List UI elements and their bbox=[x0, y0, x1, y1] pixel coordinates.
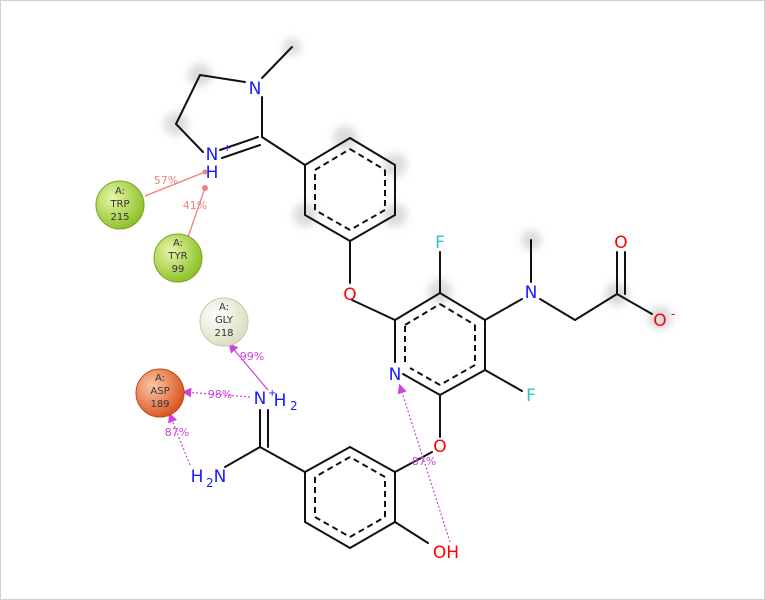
atom-o-carboxylate: O bbox=[653, 311, 666, 331]
svg-text:ASP: ASP bbox=[150, 386, 169, 397]
residue-trp: A: TRP 215 bbox=[95, 180, 145, 230]
charge-plus-amidinium: + bbox=[268, 388, 276, 399]
hbond-line-asp-87 bbox=[168, 412, 191, 466]
atom-n-amidinium: N bbox=[254, 389, 267, 409]
atom-h-amidinium: H bbox=[274, 391, 287, 411]
hbond-dot-tyr bbox=[202, 185, 208, 191]
atom-h-amine: H bbox=[191, 467, 204, 487]
atom-o-carbonyl: O bbox=[614, 233, 627, 253]
svg-text:218: 218 bbox=[214, 328, 233, 339]
atom-n-pyridine: N bbox=[389, 365, 402, 385]
pct-oh-n: 87% bbox=[412, 455, 436, 468]
atom-n-amine-terminal: N bbox=[214, 467, 227, 487]
pct-asp-98: 98% bbox=[208, 388, 232, 401]
atom-n-amine: N bbox=[525, 283, 538, 303]
hbond-line-trp bbox=[144, 171, 206, 197]
residue-tyr: A: TYR 99 bbox=[153, 233, 203, 283]
atom-o-ether-bottom: O bbox=[433, 437, 446, 457]
subscript-amine: 2 bbox=[206, 476, 214, 490]
svg-text:99: 99 bbox=[172, 264, 185, 275]
atom-n-methyl: N bbox=[249, 79, 262, 99]
svg-text:A:: A: bbox=[155, 373, 165, 384]
hbond-line-asp-98 bbox=[181, 387, 251, 398]
pct-asp-87: 87% bbox=[165, 426, 189, 439]
charge-minus-carboxylate: - bbox=[671, 307, 675, 321]
atom-labels: N N + H O F N O O - N F O N + H 2 H 2 N … bbox=[191, 79, 676, 563]
subscript-amidinium: 2 bbox=[290, 399, 298, 413]
atom-n-imidazolinium: N bbox=[206, 145, 219, 165]
svg-text:A:: A: bbox=[115, 186, 125, 197]
residue-gly: A: GLY 218 bbox=[199, 297, 249, 347]
atom-h-imidazolinium: H bbox=[206, 163, 219, 183]
hbond-line-tyr bbox=[187, 187, 206, 238]
svg-text:TYR: TYR bbox=[167, 251, 187, 262]
atom-f-bottom: F bbox=[526, 386, 536, 406]
interactions: 57% 41% 99% 98% 87% 87% bbox=[144, 169, 451, 543]
svg-text:215: 215 bbox=[110, 212, 129, 223]
hbond-line-oh-n bbox=[397, 383, 451, 543]
pct-tyr: 41% bbox=[183, 199, 207, 212]
pct-gly: 99% bbox=[240, 350, 264, 363]
charge-plus-imidazolinium: + bbox=[223, 143, 231, 154]
pct-trp: 57% bbox=[154, 174, 178, 187]
hbond-dot-trp bbox=[202, 169, 208, 175]
residue-asp: A: ASP 189 bbox=[135, 368, 185, 418]
bonds bbox=[175, 46, 653, 549]
svg-text:189: 189 bbox=[150, 399, 169, 410]
atom-hydroxyl: OH bbox=[433, 543, 459, 563]
atom-o-ether-top: O bbox=[343, 285, 356, 305]
svg-text:A:: A: bbox=[219, 302, 229, 313]
svg-text:TRP: TRP bbox=[109, 199, 129, 210]
hbond-line-gly bbox=[228, 343, 269, 391]
atom-f-top: F bbox=[435, 233, 445, 253]
svg-text:A:: A: bbox=[173, 238, 183, 249]
svg-text:GLY: GLY bbox=[215, 315, 234, 326]
